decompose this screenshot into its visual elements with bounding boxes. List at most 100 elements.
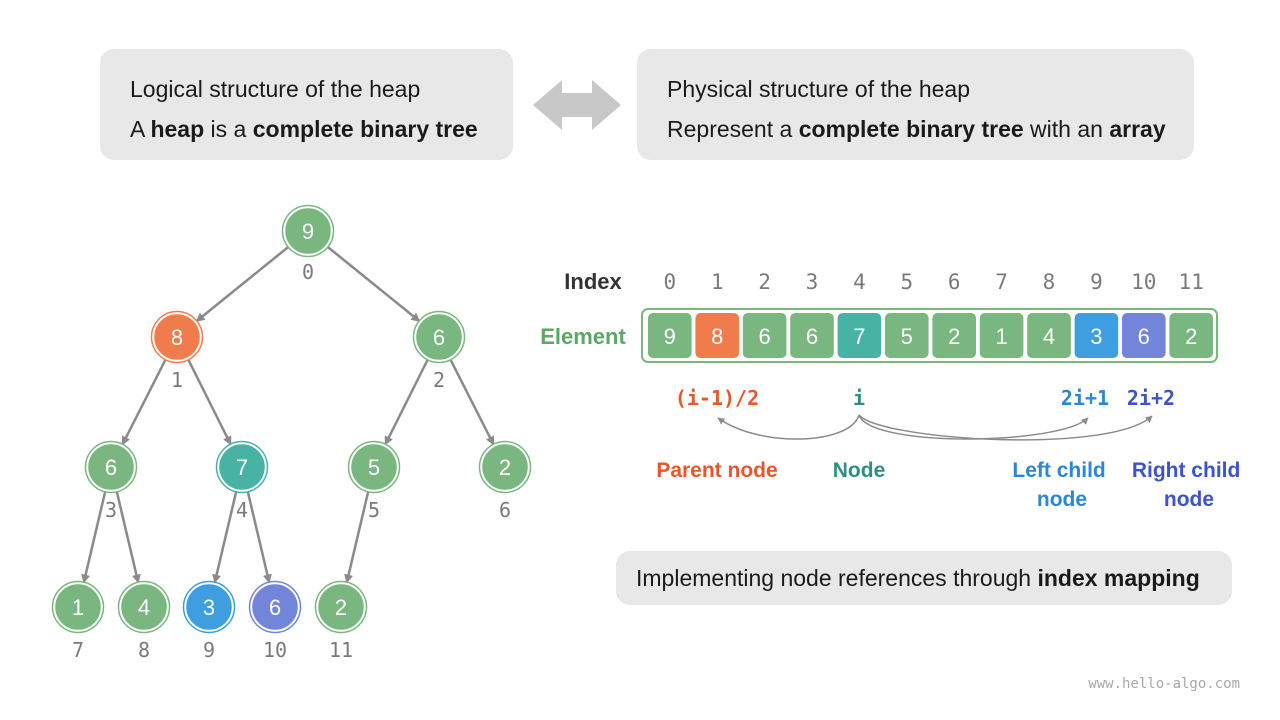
tree-node-6: 26 [478,440,532,522]
tree-node-circle [249,581,301,633]
right-child-label-line-1: Right child [1132,459,1241,482]
array-cell-3: 6 [790,313,834,358]
right-child-label-line-2: node [1164,488,1214,511]
array-cell-box [695,313,739,358]
tree-node-index-label: 11 [329,638,353,662]
tree-node-value: 6 [433,325,445,350]
array-index-4: 4 [853,270,866,294]
bold-text-run-1: index mapping [1037,565,1200,591]
tree-node-ring [150,310,204,364]
array-cell-value: 2 [1185,324,1197,349]
array-cell-1: 8 [695,313,739,358]
tree-node-ring [478,440,532,494]
tree-node-index-label: 2 [433,368,445,392]
left-child-relation-arrow [858,414,1089,440]
text-run-0: Implementing node references through [636,565,1038,591]
tree-node-index-label: 3 [105,498,117,522]
tree-node-ring [281,204,335,258]
array-cell-5: 5 [885,313,929,358]
tree-node-value: 5 [368,455,380,480]
array-cell-7: 1 [979,313,1024,358]
left-child-node-label: Left child node [1012,459,1111,511]
array-cell-box [1122,313,1166,358]
array-cell-box [1169,313,1213,358]
parent-node-label: Parent node [656,459,777,482]
tree-node-index-label: 5 [368,498,380,522]
tree-node-index-label: 4 [236,498,248,522]
array-index-5: 5 [900,270,913,294]
tree-node-ring [412,310,466,364]
tree-node-ring [84,440,138,494]
tree-node-index-label: 9 [203,638,215,662]
array-index-10: 10 [1131,270,1156,294]
tree-node-circle [315,581,367,633]
node-label-line: Node [833,459,886,482]
tree-node-value: 3 [203,595,215,620]
text-run-0: A [130,116,151,142]
left-child-label-line-2: node [1037,488,1087,511]
tree-node-ring [215,440,269,494]
tree-node-circle [413,311,465,363]
logical-structure-title: Logical structure of the heap [130,76,421,102]
array-cell-2: 6 [742,313,787,358]
array-index-9: 9 [1090,270,1103,294]
array-cell-8: 4 [1027,313,1071,358]
array-cell-box [979,313,1024,358]
tree-node-ring [314,580,368,634]
array-cell-value: 8 [711,324,723,349]
node-formula: i [853,386,865,410]
array-cell-value: 1 [995,324,1007,349]
array-cell-value: 6 [806,324,818,349]
array-cell-9: 3 [1074,313,1119,358]
array-cell-11: 2 [1169,313,1213,358]
tree-node-value: 6 [105,455,117,480]
array-cell-value: 6 [1138,324,1150,349]
array-cell-10: 6 [1122,313,1166,358]
logical-structure-description: A heap is a complete binary tree [130,109,483,149]
array-index-3: 3 [806,270,819,294]
tree-edge-2-6 [448,357,495,446]
parent-relation-arrow [717,414,860,440]
right-child-formula: 2i+2 [1127,386,1175,410]
array-cell-0: 9 [648,313,692,358]
array-cell-box [932,313,976,358]
tree-edge-1-3 [121,357,168,446]
array-index-6: 6 [948,270,961,294]
tree-node-circle [348,441,400,493]
tree-node-index-label: 8 [138,638,150,662]
tree-node-circle [183,581,235,633]
tree-node-index-label: 6 [499,498,511,522]
array-cell-value: 2 [948,324,960,349]
parent-node-label-line: Parent node [656,459,777,482]
tree-node-4: 74 [215,440,269,522]
tree-node-value: 9 [302,219,314,244]
array-cell-box [885,313,929,358]
tree-node-circle [118,581,170,633]
tree-node-index-label: 1 [171,368,183,392]
tree-node-8: 48 [117,580,171,662]
tree-node-value: 8 [171,325,183,350]
tree-node-1: 81 [150,310,204,392]
tree-node-9: 39 [182,580,236,662]
bold-text-run-1: complete binary tree [798,116,1024,142]
bold-text-run-3: array [1109,116,1166,142]
array-index-1: 1 [711,270,724,294]
tree-edges [81,245,495,584]
tree-node-circle [479,441,531,493]
tree-node-3: 63 [84,440,138,522]
physical-structure-title: Physical structure of the heap [667,76,970,102]
tree-edge-1-4 [186,357,232,446]
tree-node-ring [117,580,171,634]
tree-node-value: 7 [236,455,248,480]
tree-node-circle [85,441,137,493]
left-child-formula: 2i+1 [1061,386,1109,410]
bold-text-run-3: complete binary tree [252,116,478,142]
array-cell-value: 3 [1090,324,1102,349]
tree-node-11: 211 [314,580,368,662]
tree-node-index-label: 10 [263,638,287,662]
tree-node-circle [282,205,334,257]
array-cell-box [648,313,692,358]
tree-node-5: 55 [347,440,401,522]
